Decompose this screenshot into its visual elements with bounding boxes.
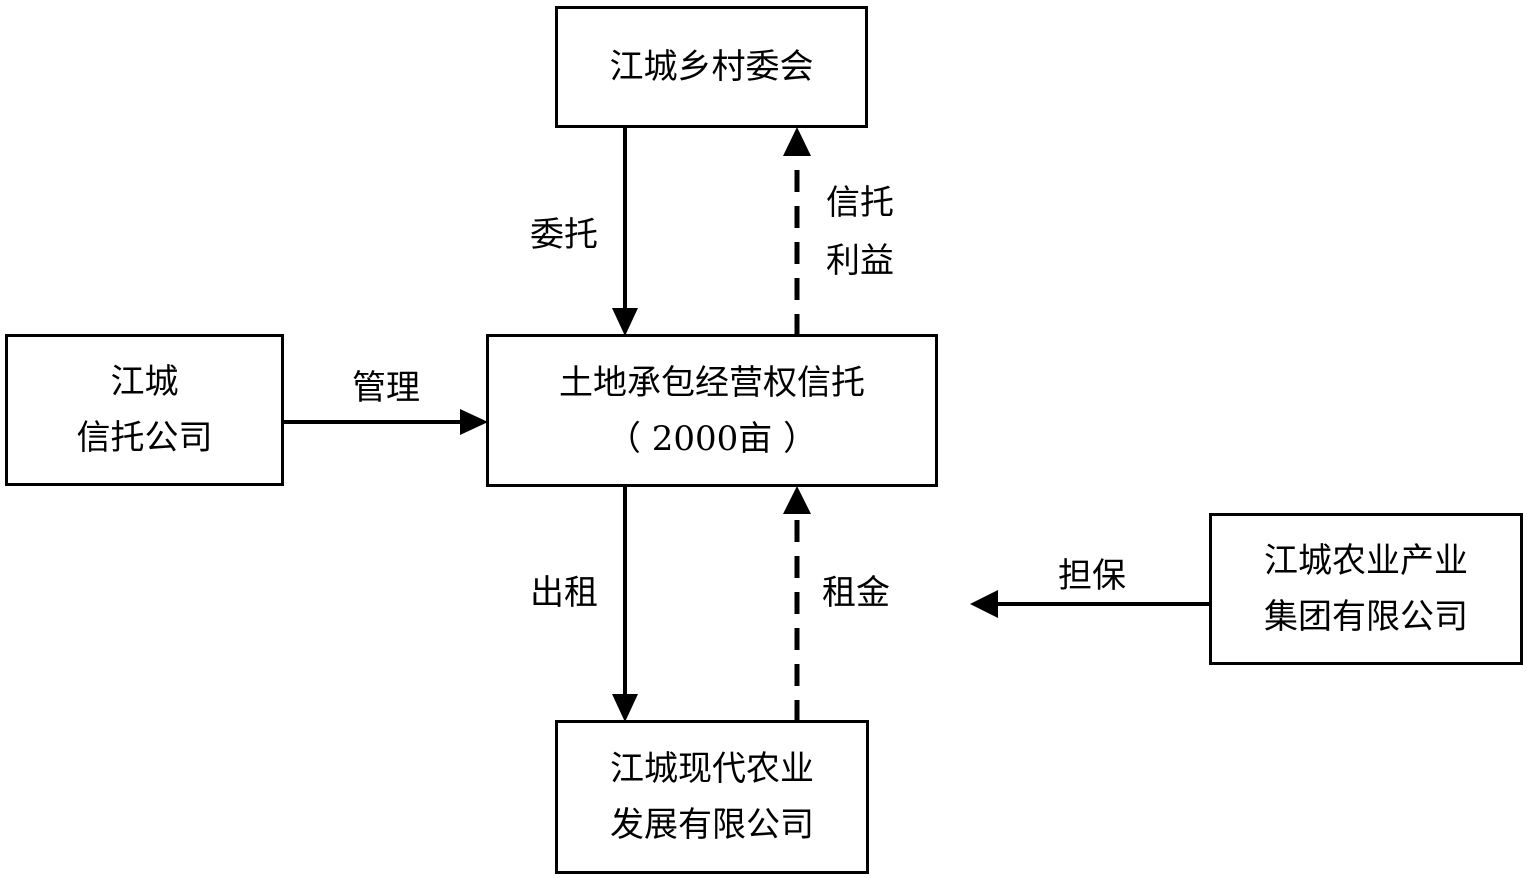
edge-label-guarantee: 担保 xyxy=(1058,556,1126,596)
node-label-line2: 信托公司 xyxy=(76,418,213,458)
arrowhead-left-icon xyxy=(970,590,998,618)
node-label-line1: 江城农业产业 xyxy=(1264,541,1468,581)
arrowhead-up-icon xyxy=(783,486,811,514)
node-village-committee: 江城乡村委会 xyxy=(555,6,868,128)
node-label-line1: 土地承包经营权信托 xyxy=(559,362,865,403)
edge-entrust xyxy=(612,127,638,336)
node-label-line2: 发展有限公司 xyxy=(610,805,814,845)
arrowhead-down-icon xyxy=(612,694,638,722)
edge-label-lease: 出租 xyxy=(530,573,598,613)
node-label: 江城乡村委会 xyxy=(609,47,814,87)
node-label-line2: （ 2000亩 ） xyxy=(606,418,818,459)
node-trust-company: 江城 信托公司 xyxy=(5,334,284,486)
edge-label-line2: 利益 xyxy=(826,241,894,281)
arrowhead-down-icon xyxy=(612,308,638,336)
node-land-trust: 土地承包经营权信托 （ 2000亩 ） xyxy=(486,334,938,487)
edge-guarantee xyxy=(970,590,1211,618)
node-modern-agri: 江城现代农业 发展有限公司 xyxy=(555,720,869,874)
edge-trust-benefit xyxy=(783,127,811,336)
edge-label-line1: 信托 xyxy=(826,183,894,223)
node-agri-group: 江城农业产业 集团有限公司 xyxy=(1209,513,1523,665)
node-label-line2: 集团有限公司 xyxy=(1264,597,1468,637)
edge-label-manage: 管理 xyxy=(352,368,420,408)
arrowhead-up-icon xyxy=(783,127,811,156)
arrowhead-right-icon xyxy=(460,409,488,435)
node-label-line1: 江城 xyxy=(110,362,179,402)
edge-rent xyxy=(783,486,811,722)
edge-manage xyxy=(282,409,488,435)
node-label-line1: 江城现代农业 xyxy=(610,749,814,789)
edge-label-rent: 租金 xyxy=(822,573,890,613)
edge-label-trust-benefit: 信托 利益 xyxy=(826,174,894,290)
edge-label-entrust: 委托 xyxy=(530,215,598,255)
edge-lease xyxy=(612,486,638,722)
